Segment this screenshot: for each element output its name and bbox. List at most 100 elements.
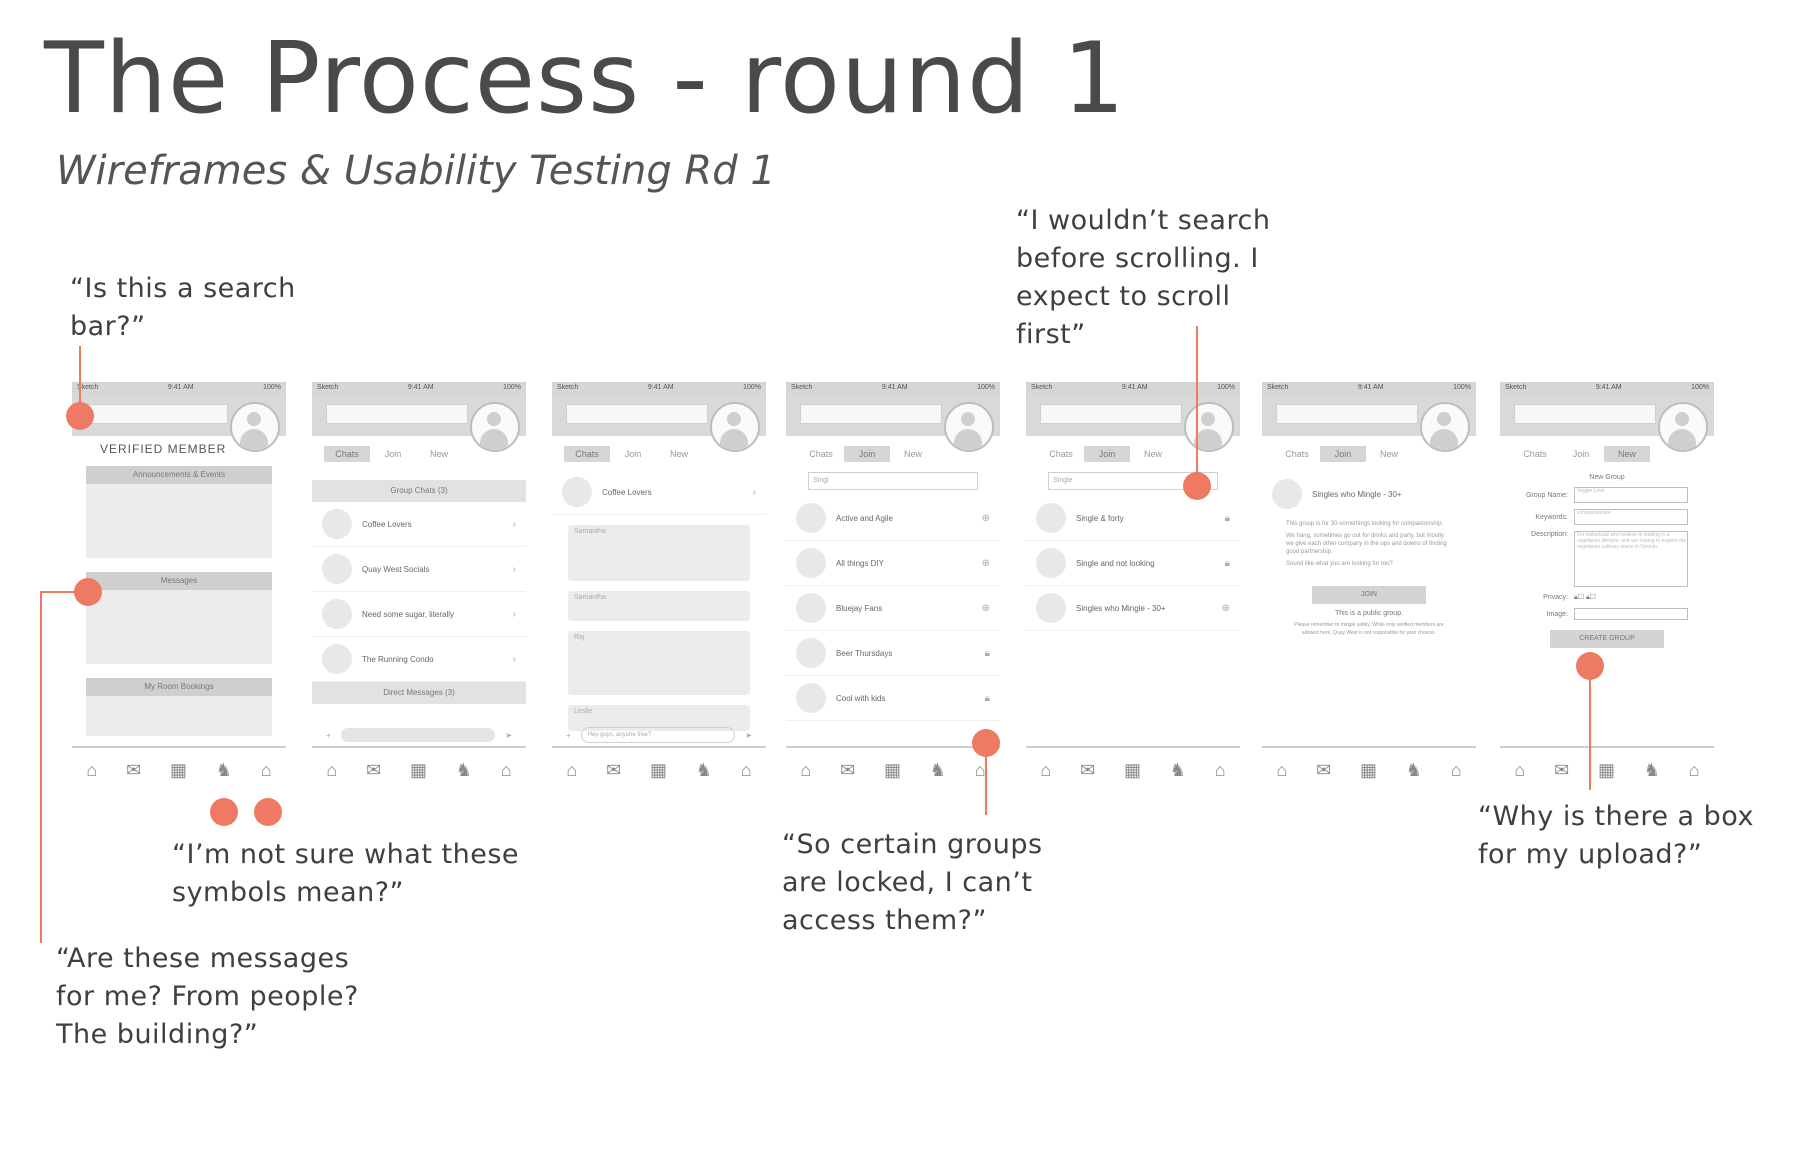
message-input[interactable] xyxy=(340,728,496,742)
chat-icon[interactable]: ✉ xyxy=(126,759,142,780)
avatar[interactable] xyxy=(944,402,994,452)
home-icon[interactable]: ⌂ xyxy=(1514,759,1526,780)
hanger-icon[interactable]: ⌂ xyxy=(1214,759,1226,780)
tab-chats[interactable]: Chats xyxy=(1049,449,1073,459)
avatar[interactable] xyxy=(1184,402,1234,452)
home-icon[interactable]: ⌂ xyxy=(326,759,338,780)
plus-icon[interactable]: + xyxy=(326,730,331,740)
hanger-icon[interactable]: ⌂ xyxy=(974,759,986,780)
section-messages[interactable]: Messages xyxy=(86,572,272,590)
add-icon[interactable]: ⊕ xyxy=(981,602,990,614)
chat-header[interactable]: Coffee Lovers› xyxy=(552,470,766,515)
bell-icon[interactable]: ♞ xyxy=(1169,759,1186,780)
plus-icon[interactable]: + xyxy=(566,730,571,740)
section-room-bookings[interactable]: My Room Bookings xyxy=(86,678,272,696)
avatar[interactable] xyxy=(1658,402,1708,452)
tab-chats[interactable]: Chats xyxy=(324,446,370,462)
lock-icon[interactable]: 🔒︎☐ 🔒︎☐ xyxy=(1574,594,1596,601)
store-icon[interactable]: ▦ xyxy=(1123,759,1141,780)
avatar[interactable] xyxy=(710,402,760,452)
tab-join[interactable]: Join xyxy=(384,449,402,459)
store-icon[interactable]: ▦ xyxy=(409,759,427,780)
search-input[interactable] xyxy=(326,404,468,424)
search-input[interactable] xyxy=(800,404,942,424)
group-chats-header[interactable]: Group Chats (3) xyxy=(312,480,526,502)
tab-join[interactable]: Join xyxy=(1084,446,1130,462)
direct-messages-header[interactable]: Direct Messages (3) xyxy=(312,682,526,704)
tab-join[interactable]: Join xyxy=(624,449,642,459)
home-icon[interactable]: ⌂ xyxy=(86,759,98,780)
bell-icon[interactable]: ♞ xyxy=(455,759,472,780)
send-icon[interactable]: ➤ xyxy=(505,730,512,740)
bell-icon[interactable]: ♞ xyxy=(1405,759,1422,780)
add-icon[interactable]: ⊕ xyxy=(1221,602,1230,614)
search-input[interactable] xyxy=(1040,404,1182,424)
tab-new[interactable]: New xyxy=(429,449,448,459)
search-input[interactable] xyxy=(1276,404,1418,424)
avatar[interactable] xyxy=(230,402,280,452)
keywords-field[interactable]: compassionate xyxy=(1574,509,1688,525)
tab-join[interactable]: Join xyxy=(844,446,890,462)
section-announcements[interactable]: Announcements & Events xyxy=(86,466,272,484)
filter-input[interactable]: Singl xyxy=(808,472,978,490)
tab-join[interactable]: Join xyxy=(1572,449,1590,459)
list-item[interactable]: Single & forty🔒︎ xyxy=(1026,496,1240,541)
list-item[interactable]: Singles who Mingle - 30+⊕ xyxy=(1026,586,1240,631)
hanger-icon[interactable]: ⌂ xyxy=(260,759,272,780)
list-item[interactable]: Beer Thursdays🔒︎ xyxy=(786,631,1000,676)
bell-icon[interactable]: ♞ xyxy=(929,759,946,780)
tab-chats[interactable]: Chats xyxy=(564,446,610,462)
store-icon[interactable]: ▦ xyxy=(883,759,901,780)
store-icon[interactable]: ▦ xyxy=(649,759,667,780)
store-icon[interactable]: ▦ xyxy=(1359,759,1377,780)
tab-chats[interactable]: Chats xyxy=(809,449,833,459)
create-group-button[interactable]: CREATE GROUP xyxy=(1550,630,1664,648)
tab-new[interactable]: New xyxy=(903,449,922,459)
home-icon[interactable]: ⌂ xyxy=(1040,759,1052,780)
chat-icon[interactable]: ✉ xyxy=(840,759,856,780)
search-input[interactable] xyxy=(86,404,228,424)
list-item[interactable]: Active and Agile⊕ xyxy=(786,496,1000,541)
home-icon[interactable]: ⌂ xyxy=(800,759,812,780)
list-item[interactable]: The Running Condo› xyxy=(312,637,526,682)
message-input[interactable]: Hey guys, anyone free? xyxy=(580,727,736,743)
list-item[interactable]: Single and not looking🔒︎ xyxy=(1026,541,1240,586)
hanger-icon[interactable]: ⌂ xyxy=(1688,759,1700,780)
avatar[interactable] xyxy=(470,402,520,452)
tab-join[interactable]: Join xyxy=(1320,446,1366,462)
search-input[interactable] xyxy=(566,404,708,424)
bell-icon[interactable]: ♞ xyxy=(695,759,712,780)
list-item[interactable]: Coffee Lovers› xyxy=(312,502,526,547)
tab-new[interactable]: New xyxy=(1143,449,1162,459)
description-field[interactable]: For individuals who believe in leading i… xyxy=(1574,531,1688,587)
group-name-field[interactable]: Veggie Love xyxy=(1574,487,1688,503)
tab-new[interactable]: New xyxy=(1604,446,1650,462)
tab-chats[interactable]: Chats xyxy=(1523,449,1547,459)
bell-icon[interactable]: ♞ xyxy=(1643,759,1660,780)
bell-icon[interactable]: ♞ xyxy=(215,759,232,780)
tab-chats[interactable]: Chats xyxy=(1285,449,1309,459)
hanger-icon[interactable]: ⌂ xyxy=(740,759,752,780)
add-icon[interactable]: ⊕ xyxy=(981,512,990,524)
chat-icon[interactable]: ✉ xyxy=(606,759,622,780)
tab-new[interactable]: New xyxy=(669,449,688,459)
chat-icon[interactable]: ✉ xyxy=(1316,759,1332,780)
join-button[interactable]: JOIN xyxy=(1312,586,1426,604)
chat-icon[interactable]: ✉ xyxy=(366,759,382,780)
hanger-icon[interactable]: ⌂ xyxy=(1450,759,1462,780)
avatar[interactable] xyxy=(1420,402,1470,452)
list-item[interactable]: Bluejay Fans⊕ xyxy=(786,586,1000,631)
store-icon[interactable]: ▦ xyxy=(169,759,187,780)
list-item[interactable]: Quay West Socials› xyxy=(312,547,526,592)
send-icon[interactable]: ➤ xyxy=(745,730,752,740)
list-item[interactable]: Cool with kids🔒︎ xyxy=(786,676,1000,721)
list-item[interactable]: Need some sugar, literally› xyxy=(312,592,526,637)
image-upload-field[interactable] xyxy=(1574,608,1688,620)
store-icon[interactable]: ▦ xyxy=(1597,759,1615,780)
filter-input[interactable]: Single xyxy=(1048,472,1218,490)
home-icon[interactable]: ⌂ xyxy=(1276,759,1288,780)
home-icon[interactable]: ⌂ xyxy=(566,759,578,780)
tab-new[interactable]: New xyxy=(1379,449,1398,459)
hanger-icon[interactable]: ⌂ xyxy=(500,759,512,780)
chat-icon[interactable]: ✉ xyxy=(1554,759,1570,780)
